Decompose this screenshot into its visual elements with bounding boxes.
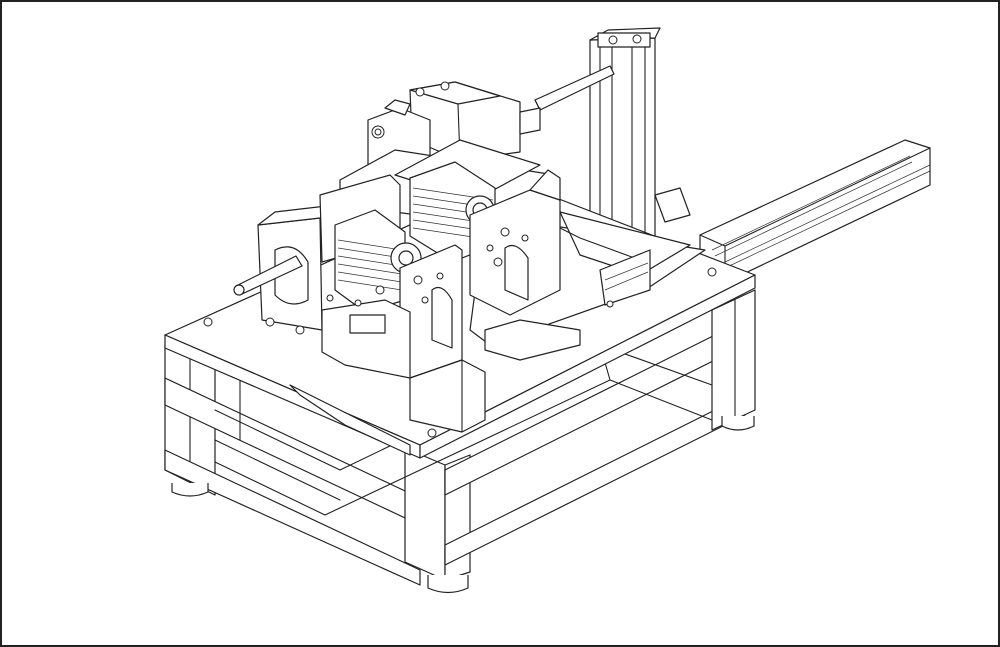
feet xyxy=(171,416,755,594)
vertical-extrusion-post xyxy=(589,27,661,247)
horizontal-linear-rail xyxy=(699,139,931,286)
center-riser-block xyxy=(409,319,581,433)
lower-frame xyxy=(164,289,756,586)
stepper-motor xyxy=(409,81,541,161)
small-roller xyxy=(654,187,691,223)
under-plate-block xyxy=(289,384,411,456)
front-cylinder-assembly xyxy=(233,174,463,379)
